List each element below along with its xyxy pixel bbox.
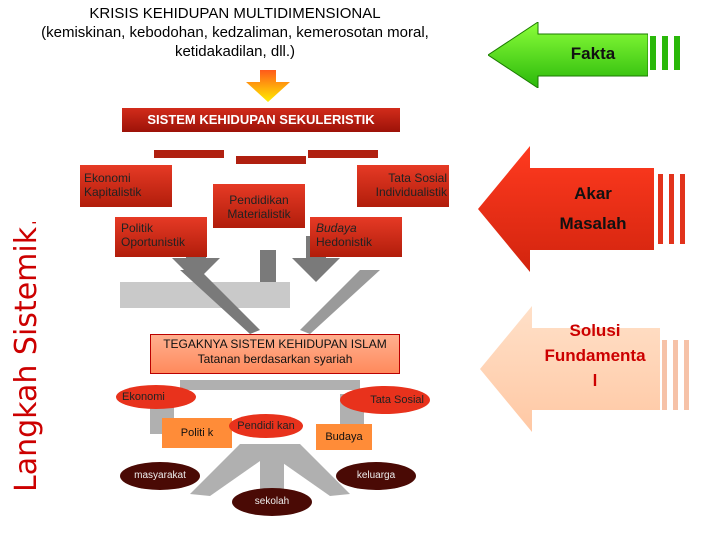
top-title-line3: ketidakadilan, dll.) — [0, 42, 470, 61]
label-solusi: Solusi Fundamenta l — [540, 318, 650, 393]
top-title-line1: KRISIS KEHIDUPAN MULTIDIMENSIONAL — [0, 4, 470, 23]
node-keluarga: keluarga — [336, 462, 416, 490]
top-title-line2: (kemiskinan, kebodohan, kedzaliman, keme… — [0, 23, 470, 42]
label-budaya: Budaya — [316, 221, 357, 235]
islam-line1: TEGAKNYA SISTEM KEHIDUPAN ISLAM — [151, 337, 399, 352]
solusi-line1: Solusi — [540, 318, 650, 343]
arrow-akar — [478, 146, 654, 272]
node-masyarakat: masyarakat — [120, 462, 200, 490]
label-masalah: Masalah — [548, 214, 638, 234]
down-arrow-icon — [246, 70, 290, 102]
converge-arrows — [140, 270, 420, 340]
solusi-line2: Fundamenta — [540, 343, 650, 368]
akar-bars — [658, 174, 708, 244]
islam-banner: TEGAKNYA SISTEM KEHIDUPAN ISLAM Tatanan … — [150, 334, 400, 374]
islam-line2: Tatanan berdasarkan syariah — [151, 352, 399, 367]
node-politik: Politi k — [162, 418, 232, 448]
node-sekolah: sekolah — [232, 488, 312, 516]
label-pendidikan: Pendidikan Materialistik — [213, 193, 305, 221]
solusi-line3: l — [540, 368, 650, 393]
fakta-bars — [650, 36, 690, 70]
node-ekonomi: Ekonomi — [116, 385, 196, 409]
system-bar: SISTEM KEHIDUPAN SEKULERISTIK — [122, 108, 400, 132]
solusi-bars — [662, 340, 712, 410]
label-budaya-sub: Hedonistik — [316, 235, 372, 249]
side-title: Langkah Sistemik… — [0, 222, 54, 492]
node-budaya: Budaya — [316, 424, 372, 450]
label-akar: Akar — [548, 184, 638, 204]
top-title: KRISIS KEHIDUPAN MULTIDIMENSIONAL (kemis… — [0, 4, 470, 61]
label-fakta: Fakta — [548, 44, 638, 64]
node-tata-sosial: Tata Sosial — [340, 386, 430, 414]
label-ekonomi: Ekonomi Kapitalistik — [84, 171, 141, 199]
label-tata-sosial: Tata Sosial Individualistik — [357, 171, 447, 199]
label-politik: Politik Oportunistik — [121, 221, 185, 249]
node-pendidikan: Pendidi kan — [229, 414, 303, 438]
